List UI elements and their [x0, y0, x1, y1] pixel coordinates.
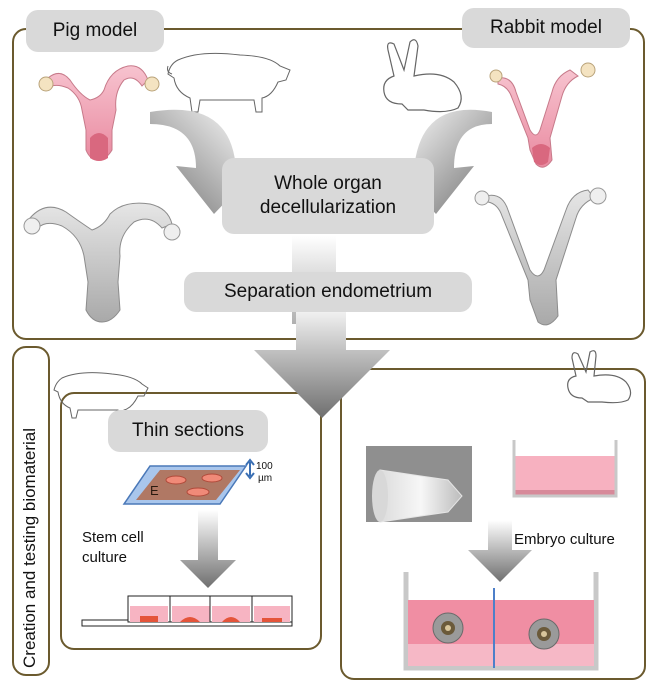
- well-plate-icon: [81, 595, 293, 627]
- slide-letter: E: [150, 483, 159, 498]
- rabbit-uterus-fresh-icon: [489, 62, 596, 168]
- decellularization-label: Whole organ decellularization: [222, 158, 434, 234]
- thin-sections-frame: [60, 392, 322, 650]
- decellularization-label-line1: Whole organ: [274, 173, 382, 195]
- stem-cell-down-arrow: [180, 510, 236, 588]
- embryo-culture-dish-icon: [403, 572, 599, 671]
- big-down-arrow: [254, 300, 390, 418]
- rabbit-model-label: Rabbit model: [462, 8, 630, 48]
- embryo-frame: [340, 368, 646, 680]
- embryo-culture-label: Embryo culture: [514, 531, 615, 548]
- thickness-value: 100: [256, 461, 273, 472]
- rabbit-outline-small-icon: [567, 350, 632, 404]
- pig-outline-icon: [167, 52, 291, 113]
- coating-dish-icon: [512, 440, 618, 498]
- rabbit-uterus-decell-icon: [474, 187, 607, 326]
- stem-cell-line2: culture: [82, 549, 128, 567]
- stem-cell-line1: Stem cell: [82, 529, 144, 546]
- stem-cell-culture-label: Stem cell culture: [82, 528, 144, 569]
- thin-sections-label: Thin sections: [108, 410, 268, 452]
- embryo-down-arrow: [468, 520, 532, 582]
- glass-slide-icon: [122, 458, 255, 505]
- rabbit-outline-icon: [383, 39, 462, 113]
- separation-endometrium-label: Separation endometrium: [184, 272, 472, 312]
- pig-uterus-fresh-icon: [38, 65, 160, 161]
- pig-model-label: Pig model: [26, 10, 164, 52]
- pig-uterus-decell-icon: [23, 202, 181, 323]
- thickness-unit: µm: [258, 473, 273, 484]
- pig-outline-small-icon: [53, 372, 149, 419]
- side-title-frame: [12, 346, 50, 676]
- side-title: Creation and testing biomaterial: [20, 427, 39, 668]
- hydrogel-tube-photo: [366, 446, 472, 523]
- decellularization-label-line2: decellularization: [259, 197, 397, 218]
